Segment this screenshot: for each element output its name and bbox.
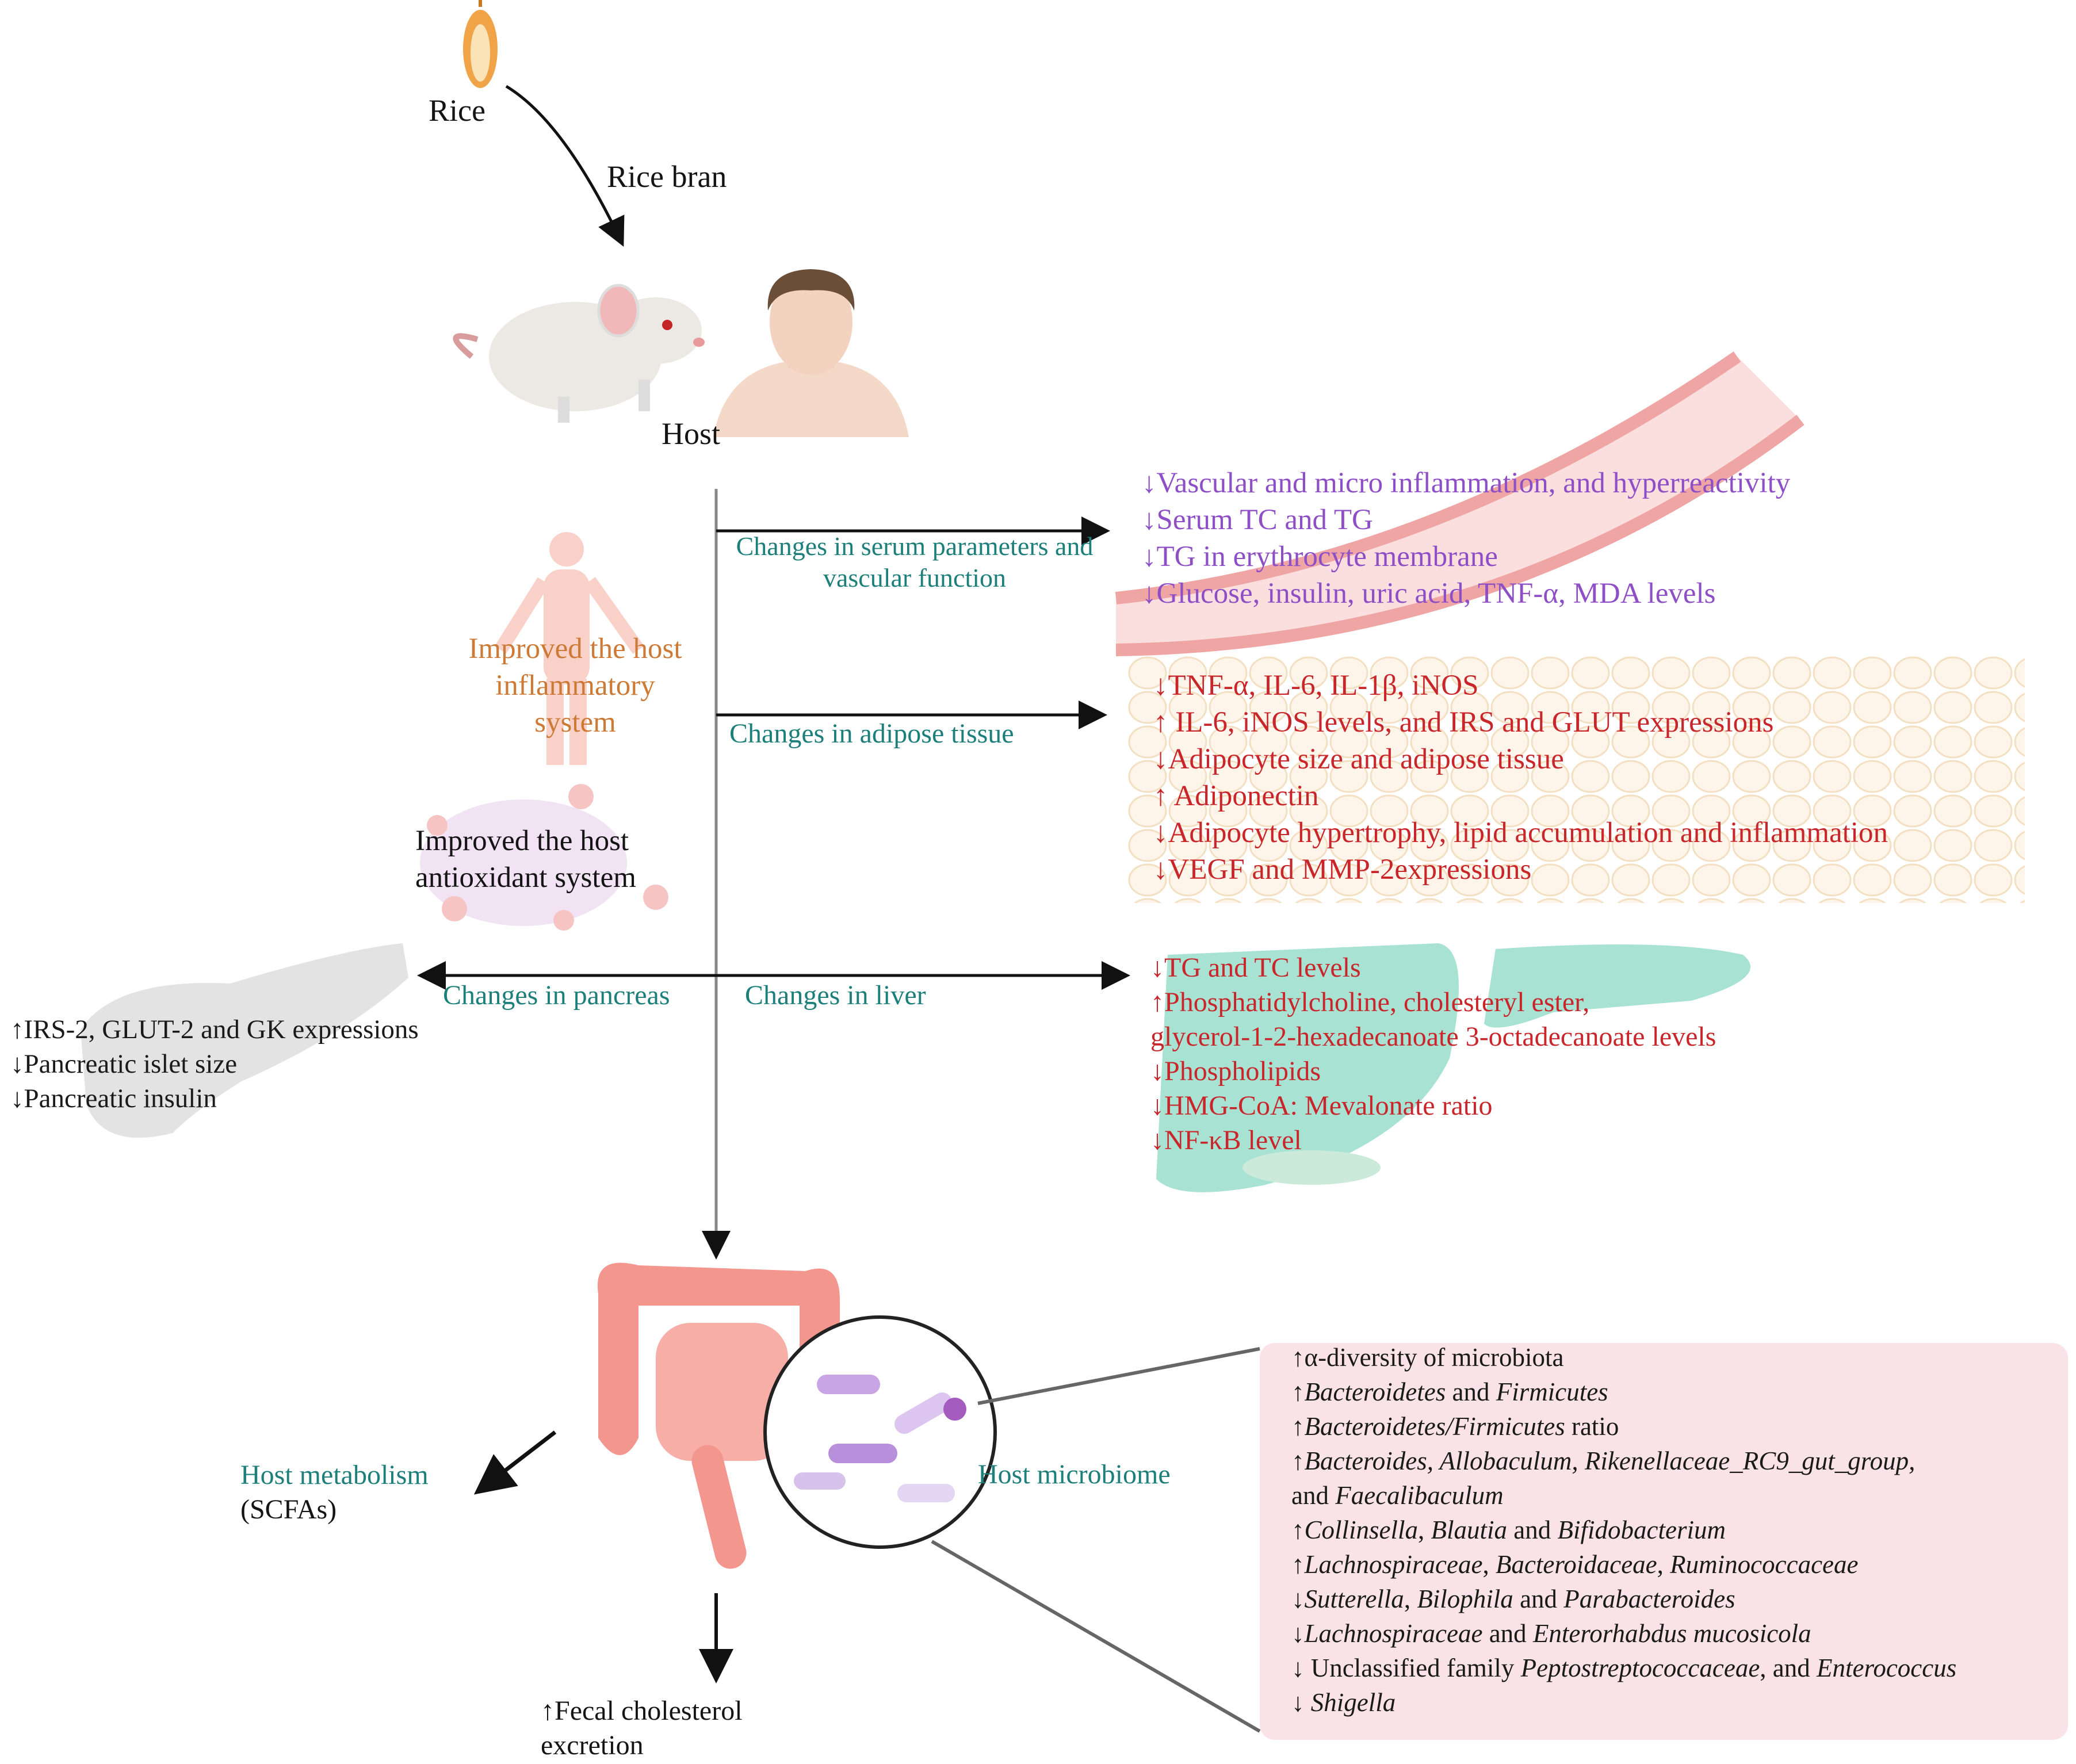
inflammatory-system-label: Improved the host inflammatory system <box>437 630 713 741</box>
rice-bran-arrow <box>505 85 625 247</box>
antioxidant-system-label: Improved the host antioxidant system <box>415 822 636 896</box>
adipose-tissue-illustration <box>1127 656 2025 903</box>
serum-effect: ↓Serum TC and TG <box>1142 504 1373 536</box>
connector-line-bottom <box>931 1540 1261 1733</box>
microbiome-item: ↑Collinsella, Blautia and Bifidobacteriu… <box>1291 1516 1726 1544</box>
antioxidant-line-2: antioxidant system <box>415 862 636 894</box>
adipose-effect: ↓Adipocyte hypertrophy, lipid accumulati… <box>1153 817 1888 849</box>
liver-illustration <box>1156 943 1751 1192</box>
adipose-effect: ↓Adipocyte size and adipose tissue <box>1153 743 1564 775</box>
pancreas-illustration <box>81 943 408 1138</box>
liver-effect: glycerol-1-2-hexadecanoate 3-octadecanoa… <box>1150 1021 1716 1052</box>
inflammatory-line-2: inflammatory <box>495 669 655 702</box>
microbiome-item: ↑Bacteroides, Allobaculum, Rikenellaceae… <box>1291 1447 1916 1475</box>
adipose-effect: ↓TNF-α, IL-6, IL-1β, iNOS <box>1153 669 1479 702</box>
arrow-to-host-metabolism <box>473 1430 557 1495</box>
serum-effect: ↓Glucose, insulin, uric acid, TNF-α, MDA… <box>1142 577 1716 610</box>
liver-effect: ↓HMG-CoA: Mevalonate ratio <box>1150 1090 1493 1121</box>
host-metabolism-title: Host metabolism <box>240 1460 429 1490</box>
pancreas-effects-list: ↑IRS-2, GLUT-2 and GK expressions ↓Pancr… <box>10 1012 419 1116</box>
pancreas-label: Changes in pancreas <box>443 980 670 1011</box>
host-metabolism-label: Host metabolism (SCFAs) <box>240 1458 429 1527</box>
microbiome-item: ↓Lachnospiraceae and Enterorhabdus mucos… <box>1291 1619 1811 1648</box>
microbiome-item: and Faecalibaculum <box>1291 1481 1504 1510</box>
mouse-icon <box>453 284 705 423</box>
inflammatory-line-3: system <box>534 706 616 738</box>
antioxidant-line-1: Improved the host <box>415 825 629 857</box>
host-microbiome-label: Host microbiome <box>978 1459 1171 1490</box>
host-metabolism-scfas: (SCFAs) <box>240 1494 337 1525</box>
microbiome-effects-list: ↑α-diversity of microbiota ↑Bacteroidete… <box>1291 1340 1956 1720</box>
adipose-label: Changes in adipose tissue <box>729 718 1014 749</box>
liver-label: Changes in liver <box>745 980 926 1011</box>
liver-effects-list: ↓TG and TC levels ↑Phosphatidylcholine, … <box>1150 951 1716 1158</box>
connector-line-top <box>977 1347 1260 1405</box>
liver-effect: ↓Phospholipids <box>1150 1056 1321 1086</box>
antioxidant-cloud-icon <box>420 784 668 931</box>
fecal-line-1: ↑Fecal cholesterol <box>541 1696 743 1726</box>
adipose-effect: ↓VEGF and MMP-2expressions <box>1153 854 1532 886</box>
liver-effect: ↓NF-κB level <box>1150 1125 1302 1155</box>
microbiome-circle-illustration <box>763 1315 997 1549</box>
blood-vessel-illustration <box>1115 351 1804 656</box>
pancreas-effect: ↑IRS-2, GLUT-2 and GK expressions <box>10 1015 419 1044</box>
microbiome-item: ↑Bacteroidetes and Firmicutes <box>1291 1377 1608 1406</box>
liver-effect: ↑Phosphatidylcholine, cholesteryl ester, <box>1150 987 1590 1017</box>
human-body-icon <box>494 532 644 765</box>
inflammatory-line-1: Improved the host <box>468 633 682 665</box>
serum-label-line-2: vascular function <box>823 563 1007 593</box>
adipose-effects-list: ↓TNF-α, IL-6, IL-1β, iNOS ↑ IL-6, iNOS l… <box>1153 667 1888 888</box>
fecal-cholesterol-label: ↑Fecal cholesterol excretion <box>541 1694 743 1763</box>
host-label: Host <box>662 416 721 451</box>
fecal-line-2: excretion <box>541 1730 644 1761</box>
adipose-effect: ↑ Adiponectin <box>1153 780 1319 812</box>
microbiome-item: ↓Sutterella, Bilophila and Parabacteroid… <box>1291 1585 1735 1613</box>
rice-bran-label: Rice bran <box>607 159 727 194</box>
serum-effect: ↓TG in erythrocyte membrane <box>1142 541 1498 573</box>
pancreas-effect: ↓Pancreatic islet size <box>10 1049 238 1079</box>
human-icon <box>713 269 909 437</box>
rice-label: Rice <box>429 93 485 128</box>
serum-label-line-1: Changes in serum parameters and <box>736 531 1094 561</box>
pancreas-effect: ↓Pancreatic insulin <box>10 1084 217 1113</box>
microbiome-item: ↓ Shigella <box>1291 1688 1396 1717</box>
microbiome-item: ↑α-diversity of microbiota <box>1291 1343 1564 1372</box>
microbiome-panel <box>1260 1343 2068 1740</box>
liver-effect: ↓TG and TC levels <box>1150 952 1361 983</box>
microbiome-item: ↓ Unclassified family Peptostreptococcac… <box>1291 1654 1957 1682</box>
rice-grain-icon <box>463 0 498 88</box>
serum-label: Changes in serum parameters and vascular… <box>725 530 1104 594</box>
serum-effects-list: ↓Vascular and micro inflammation, and hy… <box>1142 465 1790 612</box>
microbiome-item: ↑Bacteroidetes/Firmicutes ratio <box>1291 1412 1619 1441</box>
serum-effect: ↓Vascular and micro inflammation, and hy… <box>1142 467 1791 499</box>
microbiome-item: ↑Lachnospiraceae, Bacteroidaceae, Rumino… <box>1291 1550 1859 1579</box>
adipose-effect: ↑ IL-6, iNOS levels, and IRS and GLUT ex… <box>1153 706 1774 738</box>
